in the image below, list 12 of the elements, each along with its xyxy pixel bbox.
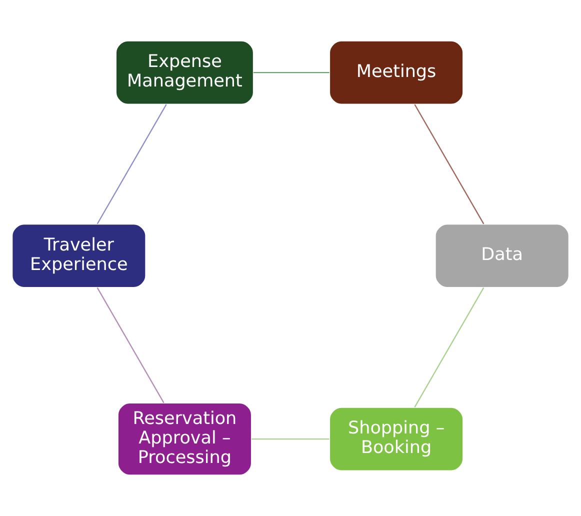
connector: [96, 104, 167, 224]
node-box: Traveler Experience: [12, 224, 146, 288]
node-box: Reservation Approval – Processing: [117, 402, 252, 476]
connector: [96, 287, 164, 404]
node-box: Data: [434, 224, 570, 288]
connector: [252, 438, 330, 440]
connector: [414, 287, 484, 408]
node-box: Meetings: [329, 40, 464, 105]
node-box: Shopping – Booking: [329, 406, 464, 472]
connector: [414, 104, 484, 224]
node-box: Expense Management: [116, 40, 254, 105]
connector: [253, 72, 330, 74]
